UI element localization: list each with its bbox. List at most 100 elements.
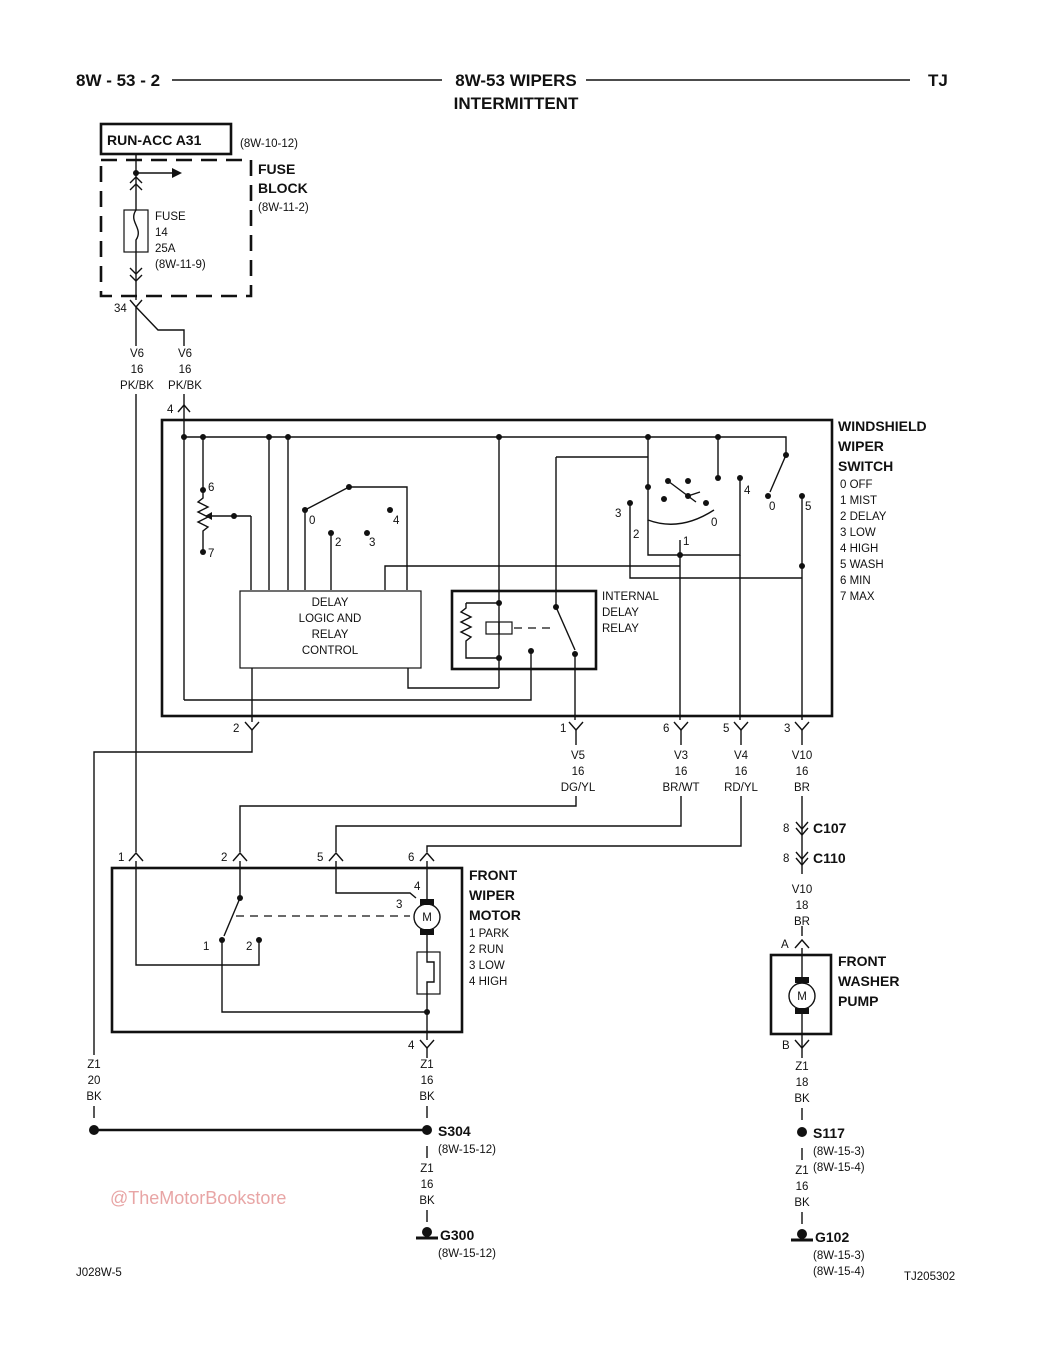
ground-g300-symbol (416, 1227, 438, 1240)
z1-motor-circuit: Z1 (420, 1059, 433, 1071)
v3-color: BR/WT (662, 782, 699, 794)
fuse-label: FUSE (155, 211, 186, 223)
delay-logic-box (239, 590, 422, 669)
switch-internal-wiring (181, 412, 805, 722)
z1-pump-color: BK (794, 1093, 810, 1105)
contact-a-4: 4 (393, 515, 400, 527)
motor-pin-2: 2 (221, 852, 227, 864)
motor-pos-2: 2 RUN (469, 944, 504, 956)
motor-pos-1: 1 PARK (469, 928, 509, 940)
switch-title-2: WIPER (838, 438, 884, 454)
delay-logic-line-2: LOGIC AND (299, 613, 362, 625)
v6-left-circuit: V6 (130, 348, 144, 360)
front-washer-pump-box (769, 953, 833, 1036)
c107-pin: 8 (783, 823, 789, 835)
s117-ref-1: (8W-15-3) (813, 1146, 865, 1158)
g102-ref-2: (8W-15-4) (813, 1266, 865, 1278)
power-source-label: RUN-ACC A31 (107, 132, 202, 148)
z1-left-gauge: 20 (88, 1075, 101, 1087)
splice-s117 (797, 1127, 807, 1137)
switch-pos-1: 1 MIST (840, 495, 877, 507)
v4-color: RD/YL (724, 782, 758, 794)
contact-b-2: 2 (633, 529, 639, 541)
fuse-block-title-2: BLOCK (258, 180, 308, 196)
v10-bottom-color: BR (794, 916, 810, 928)
g102-ref-1: (8W-15-3) (813, 1250, 865, 1262)
motor-inner-2: 2 (246, 941, 252, 953)
motor-inner-3: 3 (396, 899, 402, 911)
motor-title-2: WIPER (469, 887, 515, 903)
contact-a-0: 0 (309, 515, 315, 527)
switch-title-3: SWITCH (838, 458, 893, 474)
switch-pin-4-label: 4 (167, 404, 174, 416)
z1-pump-circuit: Z1 (795, 1061, 808, 1073)
contact-b-3: 3 (615, 508, 621, 520)
pump-title-2: WASHER (838, 973, 899, 989)
delay-logic-line-3: RELAY (312, 629, 349, 641)
power-source-box (99, 122, 233, 156)
wiper-motor-m: M (422, 912, 432, 924)
footer-left-code: J028W-5 (76, 1267, 122, 1279)
z1-g300-color: BK (419, 1195, 435, 1207)
washer-pump-m: M (797, 991, 807, 1003)
s117-name: S117 (813, 1125, 845, 1141)
motor-internal-wiring (135, 861, 441, 1040)
page-code: 8W - 53 - 2 (76, 71, 160, 90)
motor-pin-4-connector (419, 1039, 435, 1050)
motor-pin-4: 4 (408, 1040, 415, 1052)
g300-ref: (8W-15-12) (438, 1248, 496, 1260)
pump-pin-a: A (781, 939, 789, 951)
pump-pin-b: B (782, 1040, 790, 1052)
fuse-block-outline (99, 158, 253, 298)
delay-logic-line-4: CONTROL (302, 645, 359, 657)
switch-pos-6: 6 MIN (840, 575, 871, 587)
v6-left-color: PK/BK (120, 380, 154, 392)
g300-name: G300 (440, 1227, 474, 1243)
fuse-rating: 25A (155, 243, 176, 255)
s117-ref-2: (8W-15-4) (813, 1162, 865, 1174)
motor-pos-3: 3 LOW (469, 960, 505, 972)
motor-breaker-symbol (416, 951, 441, 995)
windshield-wiper-switch-box (160, 418, 834, 718)
motor-inner-4: 4 (414, 881, 421, 893)
switch-pos-2: 2 DELAY (840, 511, 887, 523)
contact-b-0-wash: 0 (769, 501, 775, 513)
switch-pin-5: 5 (723, 723, 729, 735)
v6-branch (135, 306, 185, 346)
model-code: TJ (928, 71, 948, 90)
footer-right-code: TJ205302 (904, 1271, 955, 1283)
switch-pin-6: 6 (663, 723, 669, 735)
pump-title-3: PUMP (838, 993, 878, 1009)
z1-g102-gauge: 16 (796, 1181, 809, 1193)
v4-gauge: 16 (735, 766, 748, 778)
fuse-block-ref: (8W-11-2) (258, 202, 309, 214)
switch-pin-1: 1 (560, 723, 566, 735)
page-title: 8W-53 WIPERS (455, 71, 577, 90)
splice-s304 (89, 1125, 432, 1135)
v5-color: DG/YL (561, 782, 596, 794)
v3-gauge: 16 (675, 766, 688, 778)
v5-gauge: 16 (572, 766, 585, 778)
motor-title-3: MOTOR (469, 907, 521, 923)
z1-left-circuit: Z1 (87, 1059, 100, 1071)
motor-pin-5: 5 (317, 852, 323, 864)
fuse-block-title-1: FUSE (258, 161, 295, 177)
pot-label-7: 7 (208, 548, 214, 560)
switch-title-1: WINDSHIELD (838, 418, 927, 434)
motor-pin-1: 1 (118, 852, 124, 864)
switch-pin-4 (177, 403, 191, 413)
internal-delay-relay-box (450, 589, 598, 671)
v4-circuit: V4 (734, 750, 749, 762)
internal-relay-line-2: DELAY (602, 607, 639, 619)
c107-name: C107 (813, 820, 847, 836)
front-wiper-motor-box (110, 866, 464, 1034)
z1-left-color: BK (86, 1091, 102, 1103)
motor-feed-wires (239, 796, 809, 936)
contact-a-2: 2 (335, 537, 341, 549)
v3-circuit: V3 (674, 750, 688, 762)
fuse-block-wiring (123, 154, 182, 300)
page-subtitle: INTERMITTENT (454, 94, 579, 113)
v6-right-circuit: V6 (178, 348, 192, 360)
v10-top-color: BR (794, 782, 810, 794)
